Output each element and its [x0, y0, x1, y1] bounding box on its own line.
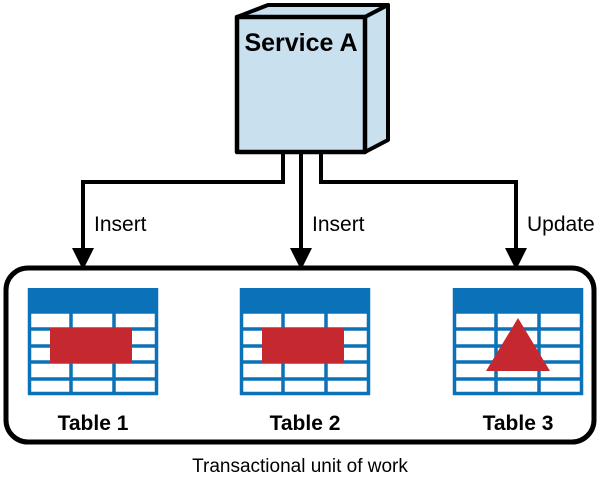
table-2-node[interactable]: Table 2: [239, 288, 371, 435]
service-a-node[interactable]: Service A: [234, 3, 390, 155]
transactional-unit-container: [3, 265, 597, 445]
edge-1-arrowhead: [72, 248, 94, 270]
edge-3-arrowhead: [505, 248, 527, 270]
table-1-label: Table 1: [58, 412, 129, 435]
table-2-grid: [239, 288, 371, 396]
edge-insert-table-1[interactable]: Insert: [72, 152, 285, 270]
service-a-front-face: [234, 14, 368, 155]
service-a-label: Service A: [244, 29, 357, 57]
edge-2-arrowhead: [290, 248, 312, 270]
edge-3-label: Update: [527, 213, 595, 236]
edge-1-label: Insert: [94, 213, 147, 236]
edge-2-label: Insert: [312, 213, 365, 236]
table-2-header: [240, 288, 370, 312]
service-a-side-face: [363, 3, 390, 154]
table-3-label: Table 3: [483, 412, 554, 435]
table-3-overlay-triangle: [486, 318, 550, 371]
table-3-header: [453, 288, 583, 312]
table-1-header: [28, 288, 158, 312]
transactional-unit-caption: Transactional unit of work: [192, 456, 408, 477]
edge-update-table-3[interactable]: Update: [319, 152, 595, 270]
table-2-label: Table 2: [270, 412, 341, 435]
table-3-node[interactable]: Table 3: [452, 288, 584, 435]
edge-1-path: [81, 152, 285, 255]
edge-insert-table-2[interactable]: Insert: [290, 152, 365, 270]
table-2-overlay-rectangle: [262, 328, 344, 363]
edge-3-path: [319, 152, 518, 255]
table-1-node[interactable]: Table 1: [27, 288, 159, 435]
table-1-overlay-rectangle: [50, 328, 132, 363]
